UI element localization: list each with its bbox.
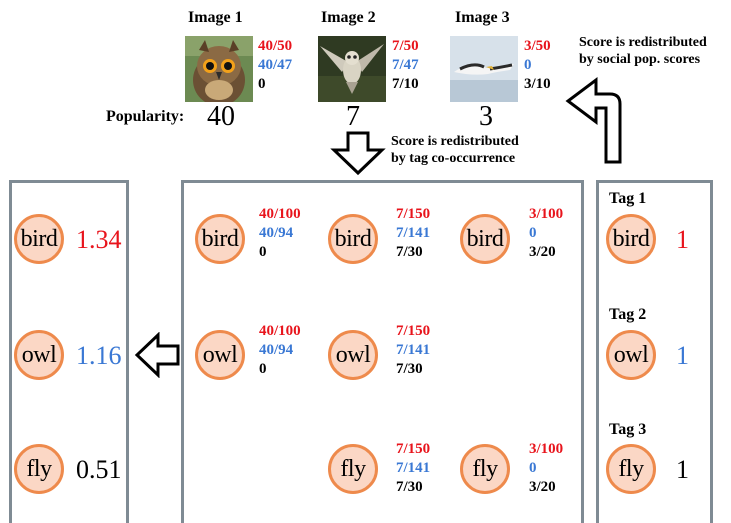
image-2-score-red: 7/50 <box>392 38 419 54</box>
score-black: 0 <box>259 244 267 260</box>
image-1-score-red: 40/50 <box>258 38 293 54</box>
tag-panel <box>596 180 713 523</box>
image-1-score-blue: 40/47 <box>258 57 293 73</box>
tag-1-label: Tag 1 <box>609 190 647 207</box>
score-black: 7/30 <box>396 244 423 260</box>
image-3-popularity: 3 <box>479 101 493 132</box>
gull-photo-thumbnail <box>450 36 518 102</box>
image-1-label: Image 1 <box>188 9 243 26</box>
tag-node-bird: bird <box>14 214 64 264</box>
score-blue: 40/94 <box>259 342 294 358</box>
score-red: 40/100 <box>259 323 301 339</box>
score-red: 40/100 <box>259 206 301 222</box>
score-blue: 0 <box>529 225 537 241</box>
result-value-bird: 1.34 <box>76 225 122 254</box>
score-red: 7/150 <box>396 441 431 457</box>
image-3-score-red: 3/50 <box>524 38 551 54</box>
tag-node-bird: bird <box>606 214 656 264</box>
score-blue: 0 <box>529 460 537 476</box>
tag-node-bird: bird <box>460 214 510 264</box>
note-social-line-1: Score is redistributed <box>579 35 707 50</box>
image-2-score-black: 7/10 <box>392 76 419 92</box>
tag-node-bird: bird <box>328 214 378 264</box>
score-red: 3/100 <box>529 206 564 222</box>
score-red: 3/100 <box>529 441 564 457</box>
score-blue: 7/141 <box>396 460 431 476</box>
image-3-label: Image 3 <box>455 9 510 26</box>
image-1-popularity: 40 <box>207 101 235 132</box>
tag-value-owl: 1 <box>676 341 689 370</box>
score-blue: 40/94 <box>259 225 294 241</box>
curved-up-arrow-icon <box>565 77 622 164</box>
note-tag-line-1: Score is redistributed <box>391 134 519 149</box>
image-2-popularity: 7 <box>346 101 360 132</box>
note-social-line-2: by social pop. scores <box>579 52 701 67</box>
image-1-score-black: 0 <box>258 76 266 92</box>
image-3-score-black: 3/10 <box>524 76 551 92</box>
image-3-score-blue: 0 <box>524 57 532 73</box>
score-black: 3/20 <box>529 479 556 495</box>
owl-photo-thumbnail <box>185 36 253 102</box>
popularity-label: Popularity: <box>106 108 185 125</box>
score-black: 7/30 <box>396 479 423 495</box>
tag-node-fly: fly <box>14 444 64 494</box>
down-arrow-icon <box>330 131 386 176</box>
image-2-label: Image 2 <box>321 9 376 26</box>
owl-flying-photo-thumbnail <box>318 36 386 102</box>
tag-node-owl: owl <box>195 330 245 380</box>
score-red: 7/150 <box>396 206 431 222</box>
score-black: 7/30 <box>396 361 423 377</box>
tag-node-owl: owl <box>328 330 378 380</box>
tag-value-bird: 1 <box>676 225 689 254</box>
tag-node-fly: fly <box>606 444 656 494</box>
tag-node-owl: owl <box>14 330 64 380</box>
image-2-score-blue: 7/47 <box>392 57 419 73</box>
score-blue: 7/141 <box>396 342 431 358</box>
result-panel <box>9 180 129 523</box>
tag-node-fly: fly <box>328 444 378 494</box>
score-blue: 7/141 <box>396 225 431 241</box>
tag-node-bird: bird <box>195 214 245 264</box>
tag-node-fly: fly <box>460 444 510 494</box>
score-red: 7/150 <box>396 323 431 339</box>
tag-value-fly: 1 <box>676 455 689 484</box>
tag-node-owl: owl <box>606 330 656 380</box>
cooccurrence-panel <box>181 180 584 523</box>
score-black: 0 <box>259 361 267 377</box>
result-value-owl: 1.16 <box>76 341 122 370</box>
tag-3-label: Tag 3 <box>609 421 647 438</box>
score-black: 3/20 <box>529 244 556 260</box>
note-tag-line-2: by tag co-occurrence <box>391 151 516 166</box>
left-arrow-icon <box>134 332 180 378</box>
result-value-fly: 0.51 <box>76 455 122 484</box>
tag-2-label: Tag 2 <box>609 306 647 323</box>
